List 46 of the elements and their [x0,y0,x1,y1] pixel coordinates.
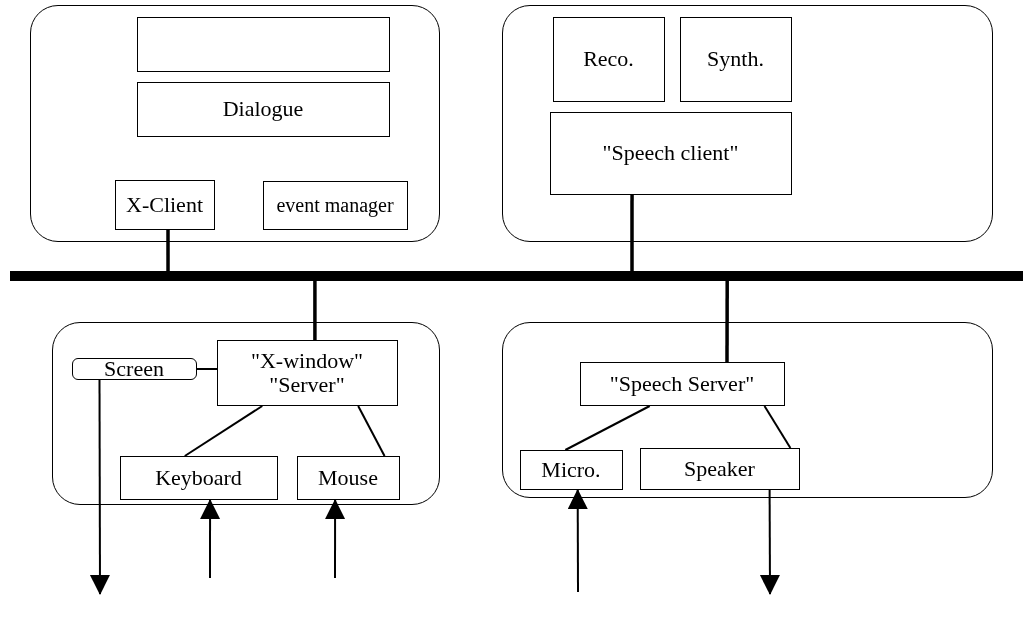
component-box [136,81,390,137]
component-label: Mouse [318,465,378,490]
component-box [119,455,278,500]
connector-line [725,281,729,362]
component-label: "Speech client" [602,141,739,165]
signal-arrow [759,489,780,595]
connector-line [183,405,264,457]
module-panel [502,5,993,242]
module-panel [30,5,440,242]
component-box [114,179,215,230]
connector-line [313,281,317,340]
component-label: "Speech Server" [609,371,755,396]
connector-line [564,405,651,451]
component-label: Synth. [707,47,764,71]
component-box [549,111,792,195]
connector-line [357,405,386,457]
connector-line [196,368,218,371]
component-label: X-Client [126,192,203,217]
connector-line [763,405,792,449]
signal-arrow [325,499,346,579]
component-box [262,180,408,230]
component-box [71,357,197,380]
component-box [136,16,390,72]
component-label: Dialogue [222,97,304,121]
network-bus [10,271,1023,281]
module-panel [52,322,440,505]
component-box [296,455,400,500]
component-label: Reco. [583,47,634,71]
component-label: Speaker [684,456,755,481]
connector-line [166,230,170,271]
component-box [216,339,398,406]
component-box [552,16,665,102]
signal-arrow [200,499,221,579]
component-label: Screen [104,356,164,381]
component-label: Keyboard [155,465,242,490]
component-label: "X-window" "Server" [249,349,365,396]
component-label: Micro. [541,457,601,482]
connector-line [630,195,634,271]
component-box [679,16,792,102]
module-panel [502,322,993,498]
component-label: event manager [276,195,394,215]
signal-arrow [89,379,110,595]
signal-arrow [567,489,588,593]
component-box [579,361,785,406]
component-box [519,449,623,490]
component-box [639,447,800,490]
